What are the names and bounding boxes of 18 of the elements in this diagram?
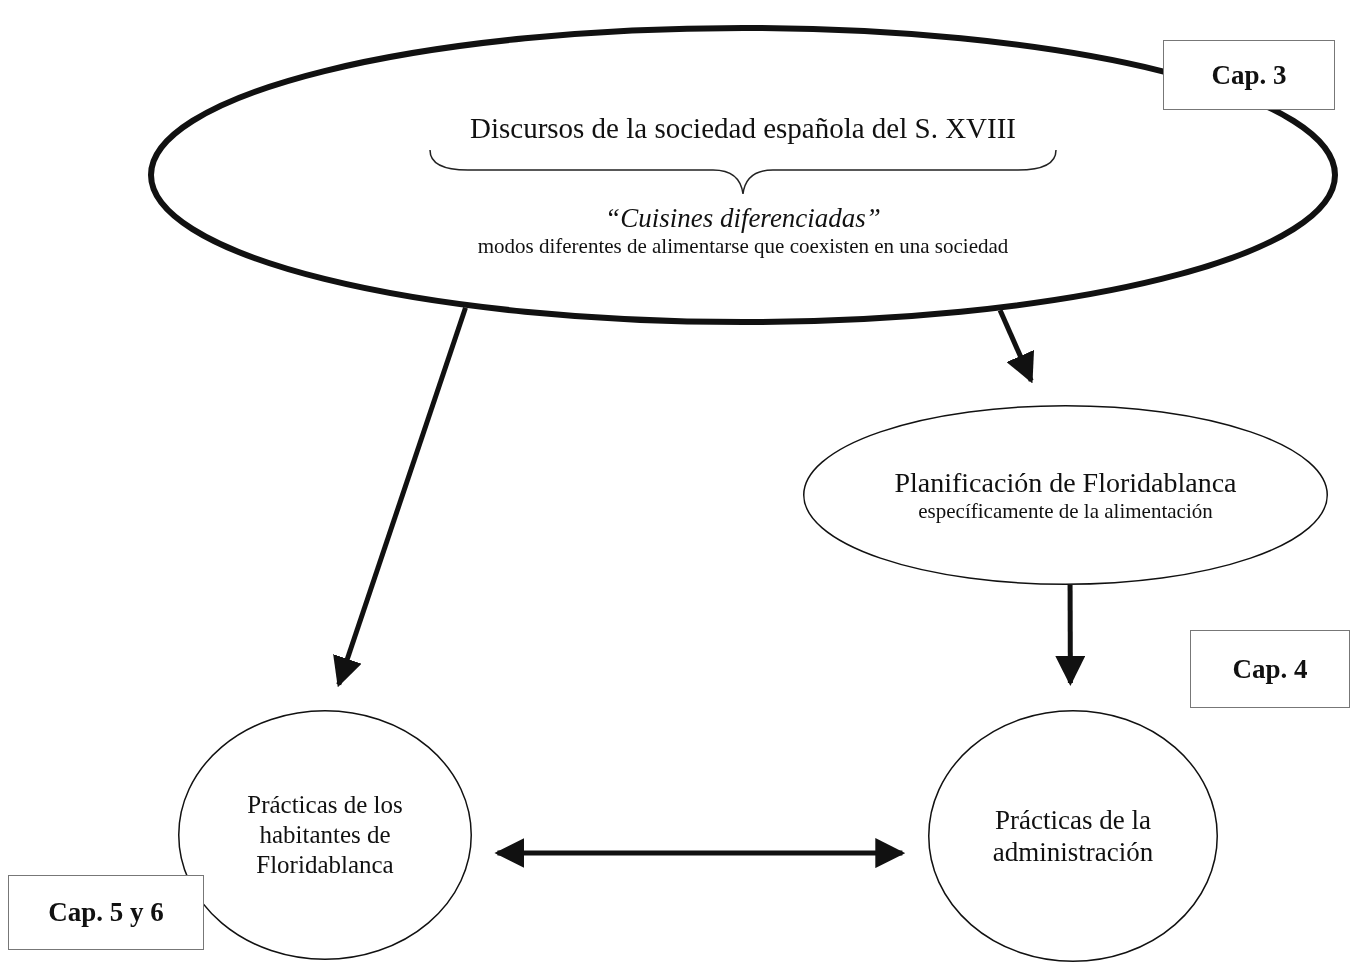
concept-ellipse xyxy=(148,25,1338,325)
concept-title: Discursos de la sociedad española del S. XVIII xyxy=(470,110,1016,146)
concept-text: modos diferentes de alimentarse que coexisten en una sociedad xyxy=(477,234,1009,260)
concept-ellipse xyxy=(928,710,1218,962)
chapter-label: Cap. 3 xyxy=(1163,40,1335,110)
concept-ellipse xyxy=(178,710,472,960)
arrow xyxy=(333,306,468,688)
concept-ellipse xyxy=(803,405,1328,585)
arrow xyxy=(997,309,1035,384)
arrow xyxy=(494,838,906,869)
concept-title: Prácticas de los habitantes de Floridablanca xyxy=(246,790,404,880)
arrow xyxy=(1055,585,1086,686)
concept-title: Prácticas de la administración xyxy=(991,803,1155,869)
chapter-label: Cap. 4 xyxy=(1190,630,1350,708)
chapter-label: Cap. 5 y 6 xyxy=(8,875,204,950)
concept-text: “Cuisines diferenciadas” xyxy=(605,201,881,234)
concept-text: específicamente de la alimentación xyxy=(918,499,1213,525)
concept-title: Planificación de Floridablanca xyxy=(894,465,1237,500)
